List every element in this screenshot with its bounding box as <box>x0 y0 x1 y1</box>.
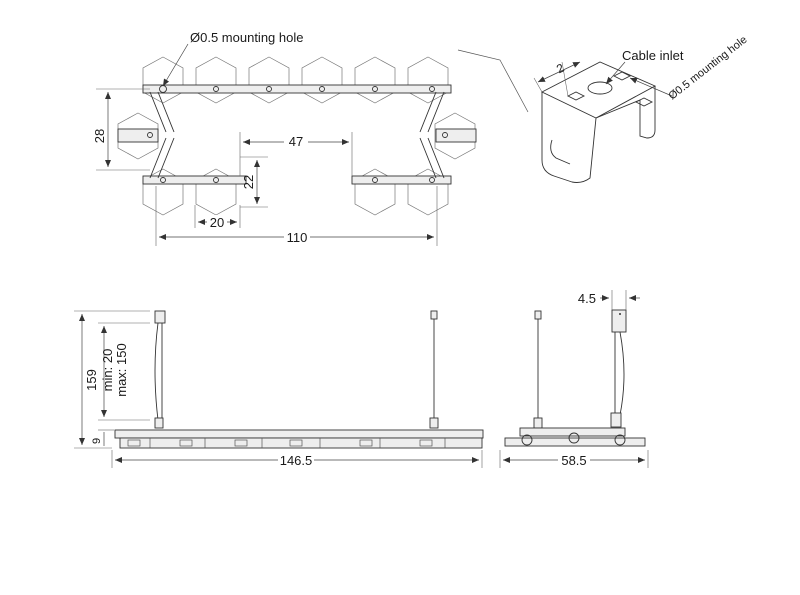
mounting-hole-label: Ø0.5 mounting hole <box>190 30 303 45</box>
left-side-module <box>117 128 159 143</box>
dim-28: 28 <box>92 129 107 143</box>
dim-9: 9 <box>91 438 103 444</box>
dim-159: 159 <box>84 369 99 391</box>
top-rail <box>142 84 452 94</box>
bracket-detail: 2 Cable inlet Ø0.5 mounting hole <box>533 34 750 183</box>
right-side-module <box>435 128 477 143</box>
cable-inlet-label: Cable inlet <box>622 48 684 63</box>
bottom-left-rail <box>142 175 247 185</box>
dim-146-5: 146.5 <box>280 453 313 468</box>
rails <box>117 84 477 185</box>
height-min-label: min: 20 <box>100 349 115 392</box>
dim-22: 22 <box>241 175 256 189</box>
dim-bracket-2: 2 <box>554 61 566 77</box>
dim-4-5: 4.5 <box>578 291 596 306</box>
dim-20: 20 <box>210 215 224 230</box>
front-elevation: 159 min: 20 max: 150 9 146.5 <box>74 310 484 468</box>
side-elevation: 4.5 58.5 <box>499 290 649 468</box>
bracket-mounting-hole-label: Ø0.5 mounting hole <box>666 34 749 103</box>
dim-47: 47 <box>289 134 303 149</box>
bottom-right-rail <box>351 175 452 185</box>
dim-58-5: 58.5 <box>561 453 586 468</box>
dim-110: 110 <box>287 230 308 245</box>
top-view: Ø0.5 mounting hole 28 47 22 20 110 <box>92 30 529 246</box>
height-max-label: max: 150 <box>114 343 129 396</box>
